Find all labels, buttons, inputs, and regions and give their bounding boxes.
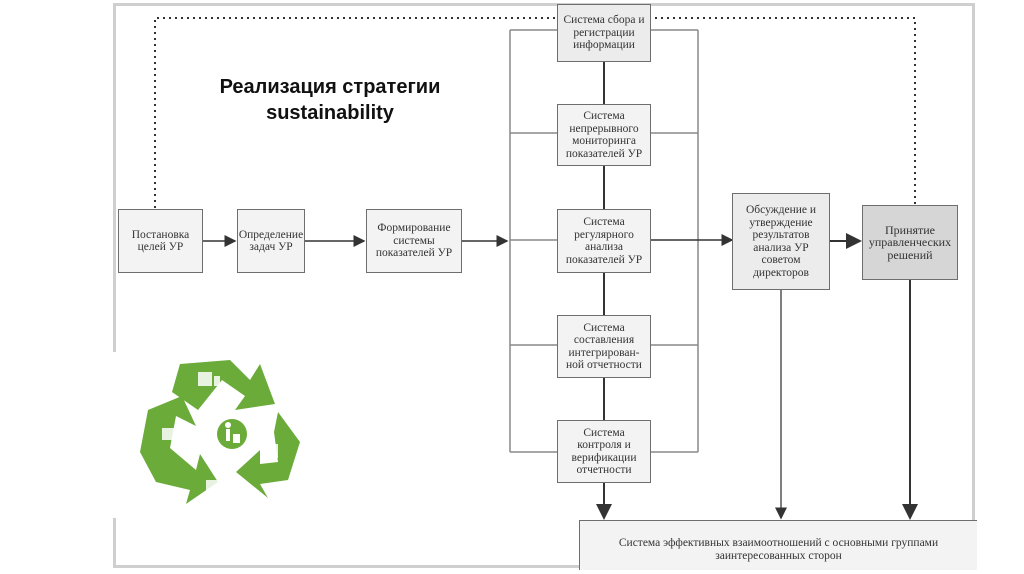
- box-decisions: Принятие управленческих решений: [862, 205, 958, 280]
- box-reporting: Система составления интегрирован-ной отч…: [557, 315, 651, 378]
- title-line-1: Реализация стратегии: [219, 76, 441, 98]
- box-tasks: Определение задач УР: [237, 209, 305, 273]
- box-control: Система контроля и верификации отчетност…: [557, 420, 651, 483]
- box-indicators: Формирование системы показателей УР: [366, 209, 462, 273]
- box-collection: Система сбора и регистрации информации: [557, 4, 651, 62]
- box-goals: Постановка целей УР: [118, 209, 203, 273]
- box-stakeholders: Система эффективных взаимоотношений с ос…: [579, 520, 977, 570]
- slide-title: Реализация стратегии sustainability: [165, 74, 495, 126]
- box-discussion: Обсуждение и утверждение результатов ана…: [732, 193, 830, 290]
- feedback-loop-line: [154, 17, 916, 208]
- title-line-2: sustainability: [266, 102, 394, 124]
- trash-person-icon: [225, 422, 240, 443]
- recycling-icon: [140, 360, 300, 504]
- box-monitoring: Система непрерывного мониторинга показат…: [557, 104, 651, 166]
- box-analysis: Система регулярного анализа показателей …: [557, 209, 651, 273]
- recycling-logo: [110, 352, 340, 518]
